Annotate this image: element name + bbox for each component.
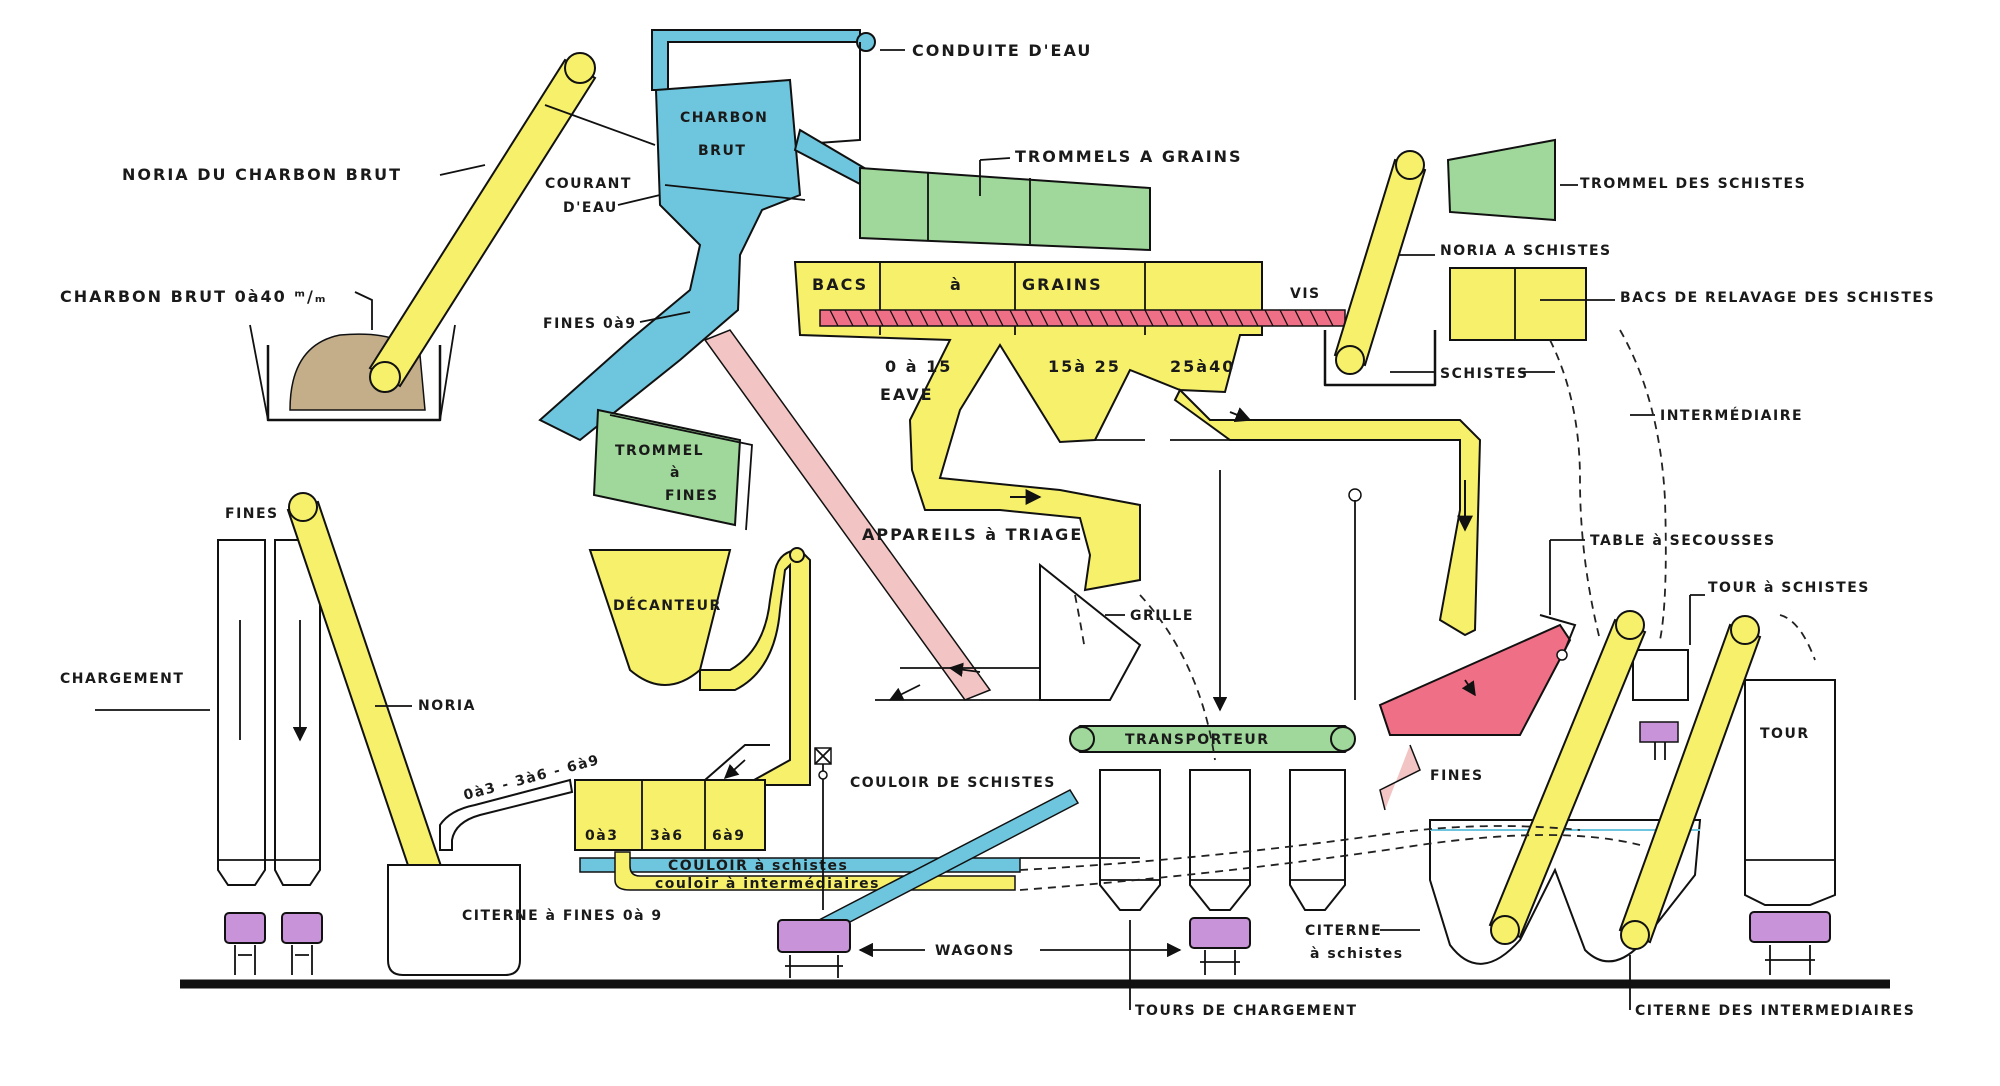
label-vis: VIS xyxy=(1290,286,1321,302)
wagon-center xyxy=(777,919,851,978)
screw-conveyor xyxy=(819,309,1346,327)
label-charbon-brut-size: CHARBON BRUT 0à40 ᵐ/ₘ xyxy=(60,287,327,306)
tower-right xyxy=(1744,679,1836,975)
conveyor xyxy=(1069,470,1362,753)
label-trommels-grains: TROMMELS A GRAINS xyxy=(1015,147,1243,166)
label-25a40: 25à40 xyxy=(1170,357,1235,376)
fines-cistern xyxy=(387,778,574,976)
label-couloir-schistes: COULOIR DE SCHISTES xyxy=(850,775,1056,791)
shaking-table xyxy=(1378,614,1577,811)
label-noria-charbon-brut: NORIA DU CHARBON BRUT xyxy=(122,165,402,184)
label-couloir-intermediaires: couloir à intermédiaires xyxy=(655,876,880,892)
shale-trommel xyxy=(1446,138,1556,222)
label-bacs-relavage: BACS DE RELAVAGE DES SCHISTES xyxy=(1620,290,1935,306)
raw-coal-hopper xyxy=(538,29,912,442)
grain-trommels xyxy=(859,166,1151,252)
label-transporteur: TRANSPORTEUR xyxy=(1125,732,1270,748)
label-tour: TOUR xyxy=(1760,726,1810,742)
label-tour-schistes: TOUR à SCHISTES xyxy=(1708,580,1870,596)
shale-noria-right-2 xyxy=(1618,615,1762,950)
label-fines-0a9: FINES 0à9 xyxy=(543,316,636,332)
label-noria-schistes: NORIA A SCHISTES xyxy=(1440,243,1612,259)
decanter xyxy=(588,547,811,786)
shale-channel xyxy=(579,857,1140,873)
label-appareils-triage: APPAREILS à TRIAGE xyxy=(862,525,1083,544)
label-chargement: CHARGEMENT xyxy=(60,671,184,687)
label-grains: GRAINS xyxy=(1022,275,1103,294)
label-eave: EAVE xyxy=(880,385,934,404)
shale-noria xyxy=(1323,150,1437,387)
label-bin-3a6: 3à6 xyxy=(650,828,683,844)
label-brut: BRUT xyxy=(698,143,746,159)
grate xyxy=(875,562,1142,701)
label-decanteur: DÉCANTEUR xyxy=(613,597,722,614)
label-15a25: 15à 25 xyxy=(1048,357,1121,376)
label-noria: NORIA xyxy=(418,698,476,714)
label-d-eau: D'EAU xyxy=(563,200,618,216)
size-bins xyxy=(574,744,770,851)
label-bacs: BACS xyxy=(812,275,868,294)
left-silos xyxy=(217,539,323,975)
label-fines-table: FINES xyxy=(1430,768,1484,784)
label-bin-0a3: 0à3 xyxy=(585,828,618,844)
label-grille: GRILLE xyxy=(1130,608,1194,624)
label-citerne-intermediaires: CITERNE DES INTERMEDIAIRES xyxy=(1635,1003,1915,1019)
label-schistes: SCHISTES xyxy=(1440,366,1529,382)
label-citerne-fines: CITERNE à FINES 0à 9 xyxy=(462,908,663,924)
label-bin-6a9: 6à9 xyxy=(712,828,745,844)
shale-tower xyxy=(1632,649,1689,760)
label-trommel-fines-1: TROMMEL xyxy=(615,443,704,459)
label-charbon: CHARBON xyxy=(680,110,768,126)
label-a-schistes: à schistes xyxy=(1310,946,1404,962)
label-intermediaire: INTERMÉDIAIRE xyxy=(1660,407,1803,424)
label-fines-left: FINES xyxy=(225,506,279,522)
shale-noria-right-1 xyxy=(1488,610,1647,945)
shale-rewash-tanks xyxy=(1449,267,1587,341)
loading-towers xyxy=(1099,594,1346,975)
label-courant: COURANT xyxy=(545,176,632,192)
raw-coal-noria xyxy=(368,52,597,393)
label-trommel-fines-2: à xyxy=(670,465,681,481)
label-trommel-schistes: TROMMEL DES SCHISTES xyxy=(1580,176,1806,192)
label-bacs-a: à xyxy=(950,275,963,294)
label-citerne: CITERNE xyxy=(1305,923,1382,939)
label-wagons: WAGONS xyxy=(935,943,1015,959)
label-trommel-fines-3: FINES xyxy=(665,488,719,504)
label-table-secousses: TABLE à SECOUSSES xyxy=(1590,533,1776,549)
label-conduite-eau: CONDUITE D'EAU xyxy=(912,41,1092,60)
label-tours-chargement: TOURS DE CHARGEMENT xyxy=(1135,1003,1358,1019)
sorting-chute xyxy=(703,329,992,701)
fines-trommel xyxy=(592,408,753,531)
label-0a15: 0 à 15 xyxy=(885,357,952,376)
label-couloir-a-schistes: COULOIR à schistes xyxy=(668,858,848,874)
